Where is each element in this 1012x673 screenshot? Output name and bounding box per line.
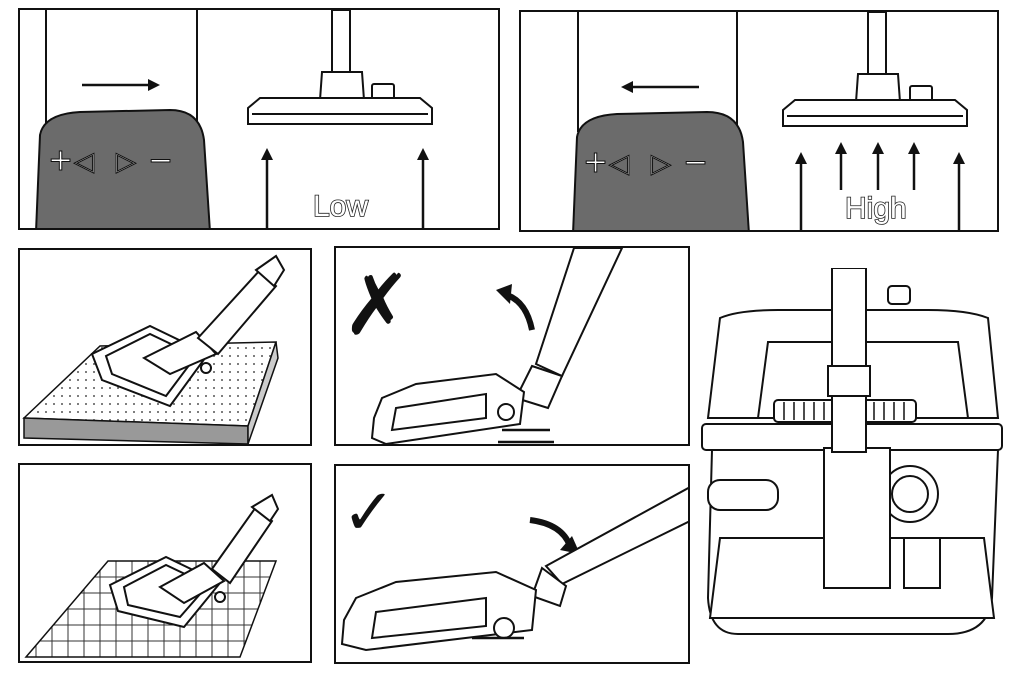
hard-floor-use-panel [18, 463, 312, 663]
slide-left-arrow [621, 81, 699, 93]
tilted-nozzle [370, 248, 624, 444]
correct-tilt-panel: ✓ [334, 464, 690, 664]
flat-nozzle [340, 487, 688, 652]
dial-plus: + [48, 143, 73, 178]
airflow-arrows [795, 142, 965, 230]
wrong-tilt-illustration: ✗ [342, 248, 624, 444]
suction-dial: + ◁ ▷ − [572, 110, 750, 230]
high-suction-panel: + ◁ ▷ − High [519, 10, 999, 232]
lower-arrow [529, 517, 580, 554]
hard-floor-illustration [24, 493, 280, 658]
lift-arrow [496, 284, 535, 331]
incorrect-marker: ✗ [342, 256, 412, 354]
suction-level-label: High [845, 192, 907, 225]
storage-illustration [701, 267, 1003, 635]
dial-left: ◁ [609, 149, 629, 179]
dial-right: ▷ [116, 147, 136, 177]
wrong-tilt-panel: ✗ [334, 246, 690, 446]
high-suction-illustration: + ◁ ▷ − High [572, 12, 968, 230]
crevice-tool [707, 479, 779, 511]
carpet-use-panel [18, 248, 312, 446]
carpet-illustration [22, 254, 286, 444]
floor-nozzle [247, 10, 433, 125]
dial-plus: + [583, 145, 608, 180]
low-suction-illustration: + ◁ ▷ − Low [35, 10, 433, 228]
floor-nozzle [108, 493, 280, 629]
wand [831, 267, 867, 453]
airflow-arrows [261, 148, 429, 228]
correct-tilt-illustration: ✓ [340, 476, 688, 652]
suction-dial: + ◁ ▷ − [35, 108, 211, 228]
floor-nozzle [90, 254, 286, 408]
dial-minus: − [148, 143, 173, 178]
nozzle-neck [823, 447, 891, 589]
dial-left: ◁ [74, 147, 94, 177]
correct-marker: ✓ [342, 476, 396, 550]
dial-minus: − [683, 145, 708, 180]
dial-right: ▷ [651, 149, 671, 179]
suction-level-label: Low [313, 190, 368, 223]
low-suction-panel: + ◁ ▷ − Low [18, 8, 500, 230]
slide-right-arrow [82, 79, 160, 91]
floor-nozzle [782, 12, 968, 127]
storage-view [698, 267, 1008, 648]
cap [887, 285, 911, 305]
